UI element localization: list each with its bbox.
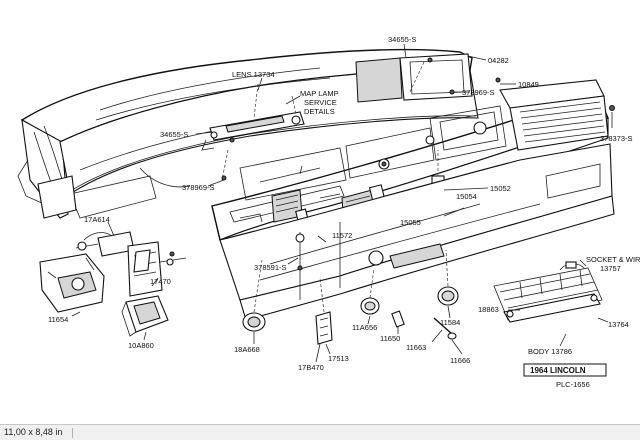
label-13757: 13757 (600, 264, 621, 273)
image-viewer: 34655-S 04282 10849 LENS 13734 MAP LAMP … (17, 35, 640, 389)
label-map-lamp-details: DETAILS (304, 107, 335, 116)
status-divider (72, 428, 73, 438)
socket-wire-detail (493, 261, 603, 323)
label-11572: 11572 (332, 231, 352, 240)
plc-number: PLC-1656 (556, 380, 590, 389)
label-map-lamp-service: SERVICE (304, 98, 337, 107)
label-15054: 15054 (456, 192, 477, 201)
label-17513: 17513 (328, 354, 349, 363)
label-body-13786: BODY 13786 (528, 347, 572, 356)
exploded-parts-diagram: 34655-S 04282 10849 LENS 13734 MAP LAMP … (17, 35, 640, 389)
map-lamp-assembly (201, 61, 425, 181)
label-17b470: 17B470 (298, 363, 324, 372)
label-socket-wire: SOCKET & WIRE (586, 255, 640, 264)
label-17470: 17470 (150, 277, 171, 286)
label-map-lamp: MAP LAMP (300, 89, 339, 98)
label-17a614: 17A614 (84, 215, 110, 224)
panel-pad (17, 48, 479, 219)
label-10a860: 10A860 (128, 341, 154, 350)
label-15055: 15055 (400, 218, 421, 227)
label-34655-s-top: 34655-S (388, 35, 416, 44)
part-11654 (39, 253, 105, 313)
label-11584: 11584 (440, 318, 460, 327)
label-378591-s: 378591-S (254, 263, 287, 272)
glove-box-door (219, 143, 615, 321)
model-title: 1964 LINCOLN (530, 366, 586, 375)
label-15052: 15052 (490, 184, 511, 193)
leader-lines (71, 43, 613, 363)
headlamp-switch-assembly (75, 231, 187, 297)
label-378969-s-mid: 378969-S (182, 183, 215, 192)
label-11a656: 11A656 (352, 323, 377, 332)
label-10849: 10849 (518, 80, 539, 89)
status-bar: 11,00 x 8,48 in (0, 424, 640, 440)
part-10a860 (121, 295, 169, 337)
part-labels: 34655-S 04282 10849 LENS 13734 MAP LAMP … (48, 35, 640, 372)
lower-knobs (242, 249, 459, 345)
label-18a668: 18A668 (234, 345, 260, 354)
label-34655-s-left: 34655-S (160, 130, 188, 139)
label-lens-13734: LENS 13734 (232, 70, 275, 79)
label-378969-s-top: 378969-S (462, 88, 495, 97)
document-size-readout: 11,00 x 8,48 in (4, 427, 63, 437)
label-18863: 18863 (478, 305, 499, 314)
label-04282: 04282 (488, 56, 509, 65)
label-11650: 11650 (380, 334, 400, 343)
model-plate: 1964 LINCOLN PLC-1656 (523, 363, 607, 389)
label-11666: 11666 (450, 356, 470, 365)
label-11663: 11663 (406, 343, 426, 352)
label-13764: 13764 (608, 320, 629, 329)
label-378373-s: 378373-S (600, 134, 633, 143)
screws (169, 57, 615, 271)
label-11654: 11654 (48, 315, 68, 324)
